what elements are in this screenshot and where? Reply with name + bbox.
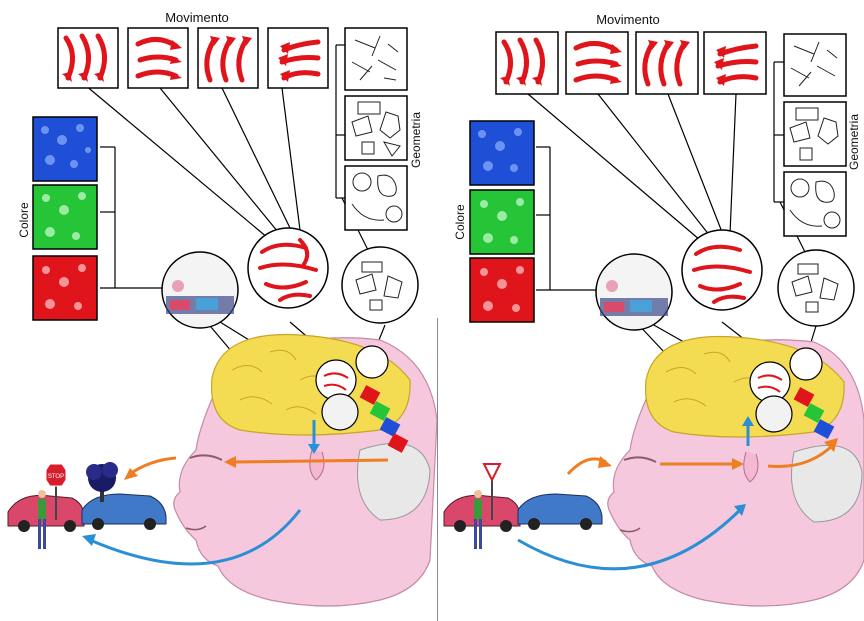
color-boxes: Colore	[453, 121, 534, 322]
color-label: Colore	[17, 202, 31, 238]
movement-box-1	[496, 32, 558, 94]
movement-label: Movimento	[165, 10, 229, 25]
geometry-boxes: Geometria	[784, 34, 861, 236]
color-box-green	[470, 190, 534, 254]
color-boxes: Colore	[17, 117, 97, 320]
stop-sign-text: STOP	[48, 474, 64, 480]
geometry-box-polygons	[784, 102, 846, 166]
geometry-label: Geometria	[409, 112, 423, 168]
right-panel: Movimento	[438, 0, 864, 621]
geometry-box-lines	[784, 34, 846, 96]
geometry-box-curves	[784, 172, 846, 236]
geometry-boxes: Geometria	[345, 28, 423, 230]
color-label: Colore	[453, 204, 467, 240]
movement-box-2	[128, 28, 188, 88]
shapes-circle	[342, 247, 418, 323]
color-box-green	[33, 185, 97, 249]
movement-box-3	[198, 28, 258, 88]
left-diagram: Movimento	[0, 0, 437, 621]
right-diagram: Movimento	[438, 0, 864, 621]
color-box-blue	[470, 121, 534, 185]
movement-label: Movimento	[596, 12, 660, 27]
movement-box-2	[566, 32, 628, 94]
mini-shapes-circle	[790, 348, 822, 380]
motion-circle	[682, 230, 762, 310]
movement-boxes	[496, 32, 766, 94]
left-panel: Movimento	[0, 0, 437, 621]
mini-scene-circle	[756, 396, 792, 432]
mini-shapes-circle	[356, 346, 388, 378]
head-illustration	[174, 335, 437, 606]
color-box-red	[470, 258, 534, 322]
geometry-box-lines	[345, 28, 407, 90]
geometry-label: Geometria	[847, 114, 861, 170]
movement-boxes	[58, 28, 328, 88]
mini-scene-circle	[322, 394, 358, 430]
movement-box-4	[704, 32, 766, 94]
scene-circle	[162, 252, 238, 328]
shapes-circle	[778, 250, 854, 326]
movement-box-1	[58, 28, 118, 88]
motion-circle	[248, 228, 328, 308]
street-scene	[444, 464, 602, 549]
movement-box-4	[268, 28, 328, 88]
geometry-box-curves	[345, 166, 407, 230]
geometry-box-polygons	[345, 96, 407, 160]
color-box-red	[33, 256, 97, 320]
scene-circle	[596, 254, 672, 330]
movement-box-3	[636, 32, 698, 94]
